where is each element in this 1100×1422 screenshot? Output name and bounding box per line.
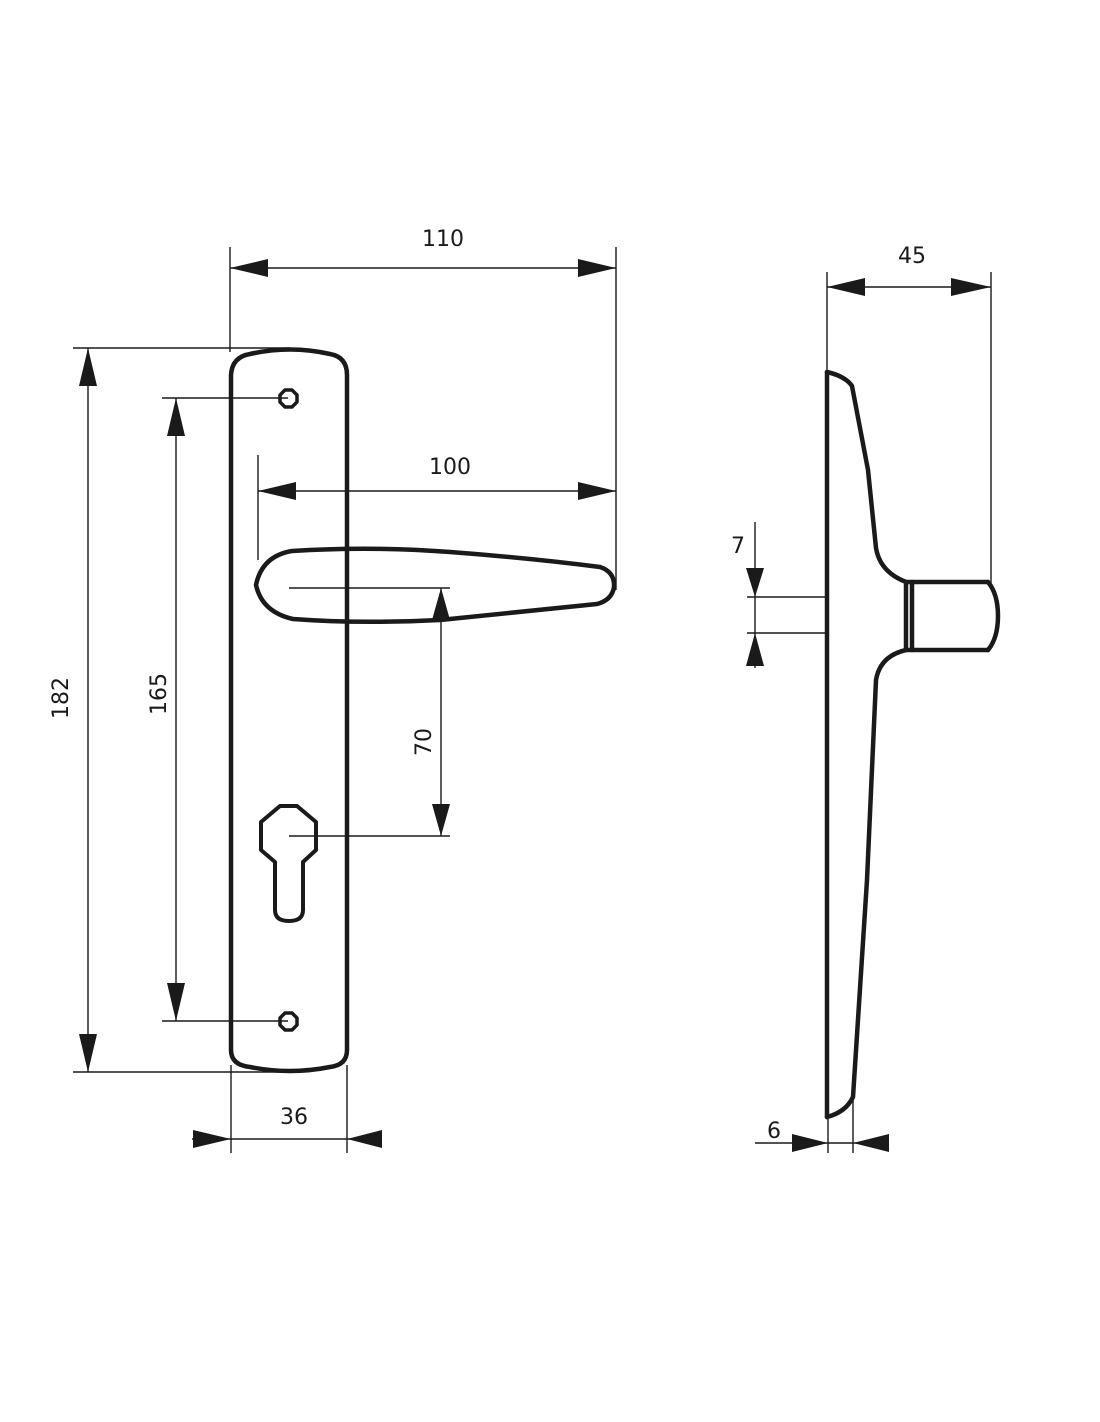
dim-label-36: 36: [280, 1105, 308, 1130]
dim-label-70: 70: [412, 728, 437, 756]
lever-handle-outline: [253, 546, 617, 625]
front-view: 110 100 182 165: [49, 227, 617, 1153]
dim-label-100: 100: [429, 455, 471, 480]
dim-handle-to-cylinder: 70: [289, 587, 450, 837]
front-backplate-outline: [228, 347, 350, 1074]
dim-plate-thickness: 6: [755, 1095, 889, 1153]
dim-screw-spacing: 165: [147, 397, 288, 1022]
dim-label-45: 45: [898, 244, 926, 269]
dim-side-depth: 45: [826, 244, 992, 583]
cylinder-keyhole: [259, 804, 318, 923]
dim-rose-thickness: 7: [731, 522, 827, 668]
side-plate-profile: [824, 369, 909, 1120]
dim-label-7: 7: [731, 534, 745, 559]
dim-label-6: 6: [767, 1119, 781, 1144]
dim-label-110: 110: [422, 227, 464, 252]
dim-plate-height: 182: [49, 347, 290, 1073]
dim-plate-width: 36: [192, 1065, 382, 1153]
dim-overall-length: 110: [229, 227, 617, 590]
dim-label-182: 182: [49, 677, 74, 719]
side-view: 45 7 6: [731, 244, 1001, 1153]
dim-lever-projection: 100: [257, 455, 616, 560]
side-lever-end: [985, 579, 1001, 653]
dim-label-165: 165: [147, 673, 172, 715]
